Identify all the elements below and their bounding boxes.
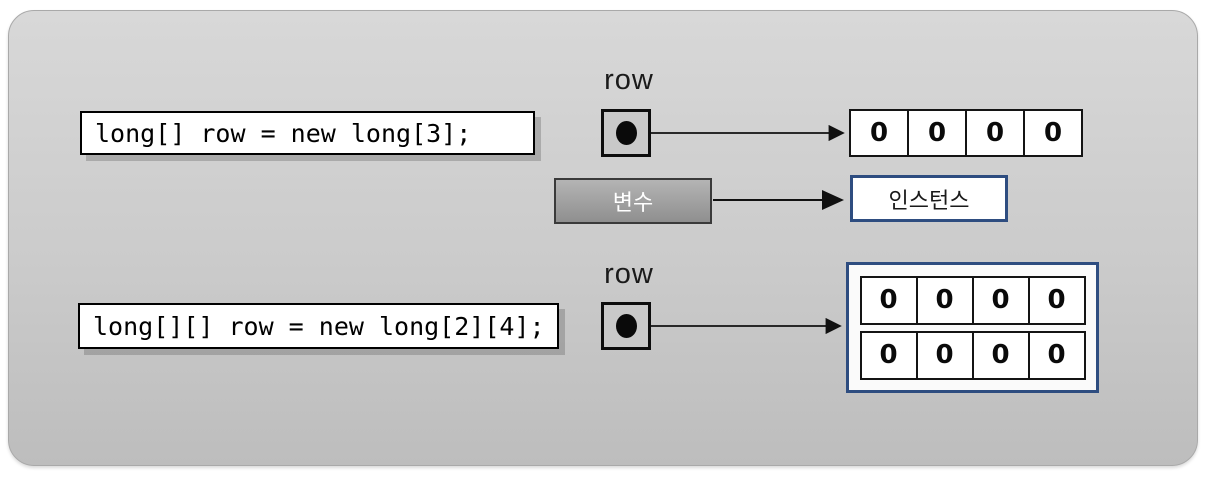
pointer-dot-icon — [615, 314, 637, 338]
array-cell: 0 — [859, 330, 918, 380]
array-cell: 0 — [915, 275, 974, 325]
code-box-2d: long[][] row = new long[2][4]; — [78, 303, 559, 349]
code-text-2d: long[][] row = new long[2][4]; — [93, 311, 545, 341]
array-cell: 0 — [915, 330, 974, 380]
array-2d-row-0: 0 0 0 0 — [859, 275, 1086, 325]
array-cell: 0 — [849, 109, 909, 157]
array-cell: 0 — [1023, 109, 1083, 157]
array-cell: 0 — [971, 330, 1030, 380]
pointer-box-top — [601, 109, 651, 157]
array-cell: 0 — [859, 275, 918, 325]
array-1d: 0 0 0 0 — [849, 109, 1083, 157]
variable-box: 변수 — [554, 178, 712, 224]
array-cell: 0 — [971, 275, 1030, 325]
array-cell: 0 — [907, 109, 967, 157]
pointer-label-bottom: row — [604, 258, 654, 290]
array-cell: 0 — [1027, 275, 1086, 325]
array-cell: 0 — [965, 109, 1025, 157]
array-cell: 0 — [1027, 330, 1086, 380]
instance-box: 인스턴스 — [850, 175, 1008, 222]
array-2d-row-1: 0 0 0 0 — [859, 330, 1086, 380]
pointer-dot-icon — [615, 121, 637, 145]
pointer-label-top: row — [604, 64, 654, 96]
array-2d-container: 0 0 0 0 0 0 0 0 — [846, 262, 1099, 393]
code-text-1d: long[] row = new long[3]; — [95, 118, 472, 148]
pointer-box-bottom — [601, 302, 651, 350]
code-box-1d: long[] row = new long[3]; — [80, 111, 535, 155]
